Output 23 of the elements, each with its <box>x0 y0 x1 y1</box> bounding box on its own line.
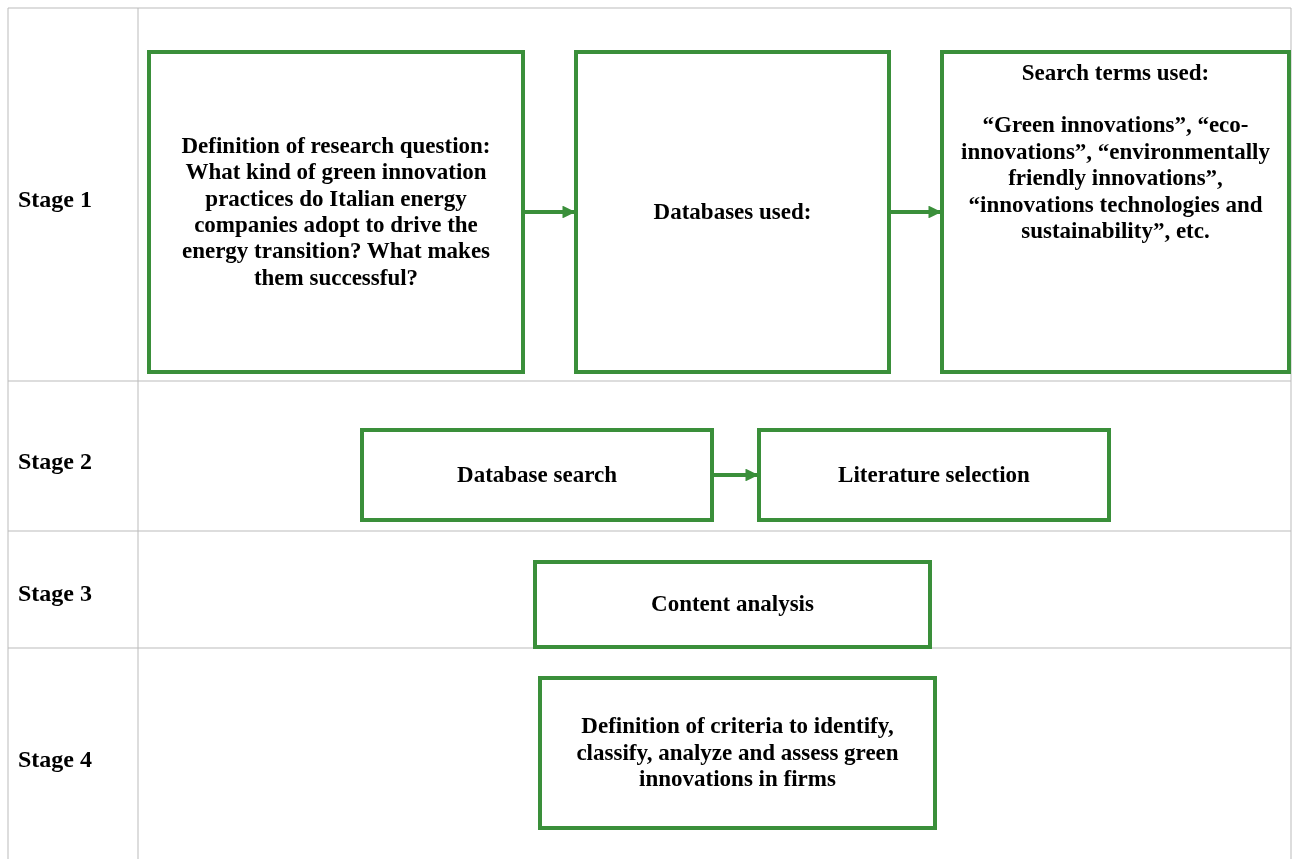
process-box <box>757 428 1111 522</box>
box-heading: Search terms used: <box>1021 60 1210 87</box>
box-text: Database search <box>457 461 617 489</box>
process-box <box>940 50 1291 374</box>
box-text: Literature selection <box>838 461 1030 489</box>
stage-label: Stage 1 <box>18 186 92 213</box>
arrow <box>714 468 759 482</box>
process-box <box>574 50 891 374</box>
box-text: What kind of green innovation practices do Italian energy companies adopt to drive the energy transition? What makes them successful? <box>180 159 492 292</box>
stage-label: Stage 3 <box>18 580 92 607</box>
process-box <box>147 50 525 374</box>
box-text: Definition of criteria to identify, classify, analyze and assess green innovations in firms <box>575 713 900 793</box>
process-box <box>360 428 714 522</box>
box-text: Content analysis <box>651 591 814 618</box>
stage-label: Stage 4 <box>18 746 92 773</box>
process-box <box>533 560 932 649</box>
box-heading: Definition of research question: <box>181 132 491 160</box>
box-text: Databases used: <box>653 198 812 226</box>
stage-label: Stage 2 <box>18 448 92 475</box>
arrow <box>525 205 576 219</box>
box-text: “Green innovations”, “eco-innovations”, “environmentally friendly innovations”, “innovations technologies and sustainability”, etc. <box>960 112 1271 245</box>
process-box <box>538 676 937 830</box>
arrow <box>891 205 942 219</box>
